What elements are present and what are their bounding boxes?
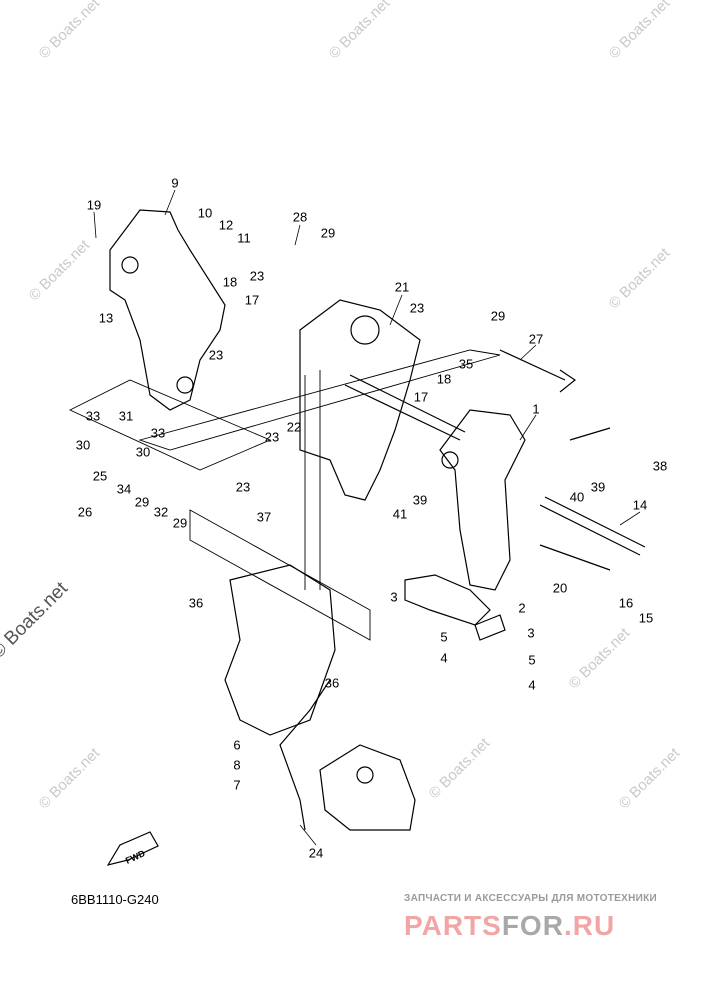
callout: 5: [440, 629, 448, 645]
callout: 8: [233, 757, 241, 773]
swivel-bracket: [299, 299, 421, 501]
callout: 13: [98, 310, 114, 326]
callout: 33: [85, 408, 101, 424]
callout: 37: [256, 509, 272, 525]
callout: 29: [490, 308, 506, 324]
callout: 11: [237, 230, 251, 246]
callout: 32: [153, 504, 169, 520]
fwd-arrow: [106, 831, 159, 866]
callout: 3: [390, 589, 398, 605]
callout: 29: [320, 225, 336, 241]
callout: 23: [235, 479, 251, 495]
callout: 24: [308, 845, 324, 861]
callout: 38: [652, 458, 668, 474]
callout: 27: [528, 331, 544, 347]
callout: 31: [118, 408, 134, 424]
callout: 36: [324, 675, 340, 691]
callout: 18: [222, 274, 238, 290]
callout: 40: [569, 489, 585, 505]
right-clamp-bracket: [439, 409, 526, 591]
footer-subtitle: ЗАПЧАСТИ И АКСЕССУАРЫ ДЛЯ МОТОТЕХНИКИ: [404, 893, 657, 904]
diagram-code: 6BB1110-G240: [71, 892, 159, 907]
callout: 29: [134, 494, 150, 510]
callout: 22: [286, 419, 302, 435]
callout: 39: [412, 492, 428, 508]
callout: 23: [249, 268, 265, 284]
callout: 30: [75, 437, 91, 453]
callout: 9: [171, 175, 179, 191]
callout: 7: [233, 777, 241, 793]
callout: 26: [77, 504, 93, 520]
callout: 21: [394, 279, 410, 295]
callout: 29: [172, 515, 188, 531]
callout: 12: [218, 217, 234, 233]
callout: 25: [92, 468, 108, 484]
callout: 17: [413, 389, 429, 405]
callout: 23: [264, 429, 280, 445]
callout: 10: [197, 205, 213, 221]
callout: 41: [392, 506, 408, 522]
callout: 33: [150, 425, 166, 441]
callout: 39: [590, 479, 606, 495]
callout: 4: [528, 677, 536, 693]
callout: 23: [208, 347, 224, 363]
callout: 3: [527, 625, 535, 641]
callout: 34: [116, 481, 132, 497]
callout: 18: [436, 371, 452, 387]
partsfor-logo: PARTSFOR.RU: [404, 910, 616, 941]
callout: 14: [632, 497, 648, 513]
callout: 28: [292, 209, 308, 225]
left-clamp-bracket: [109, 209, 226, 411]
callout: 15: [638, 610, 654, 626]
callout: 2: [518, 600, 526, 616]
callout: 1: [532, 401, 540, 417]
callout: 4: [440, 650, 448, 666]
callout: 6: [233, 737, 241, 753]
bottom-cowl: [319, 744, 416, 831]
callout: 17: [244, 292, 260, 308]
lower-housing: [224, 564, 336, 736]
callout: 36: [188, 595, 204, 611]
callout: 16: [618, 595, 634, 611]
callout: 5: [528, 652, 536, 668]
callout: 30: [135, 444, 151, 460]
callout: 23: [409, 300, 425, 316]
callout: 20: [552, 580, 568, 596]
callout: 19: [86, 197, 102, 213]
callout: 35: [458, 356, 474, 372]
